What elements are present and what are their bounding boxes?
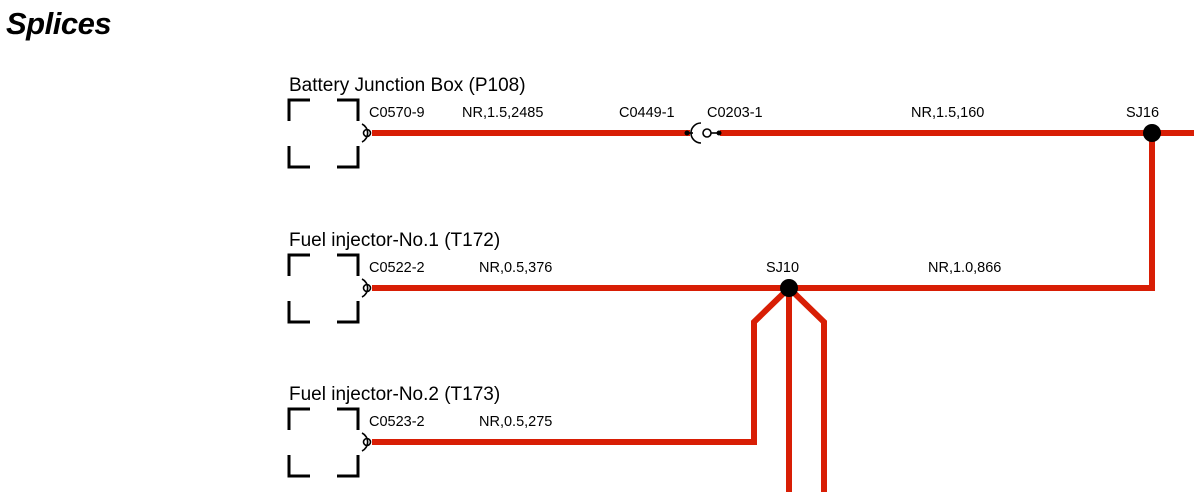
inline-connector-icon (684, 122, 722, 144)
inline-connector-left-label: C0449-1 (619, 105, 675, 121)
splice-sj10-label: SJ10 (766, 260, 799, 276)
connector-box-icon (287, 98, 360, 169)
wire-label: NR,0.5,275 (479, 414, 552, 430)
battery-junction-box: Battery Junction Box (P108) C0570-9 NR,1… (287, 75, 543, 169)
wire-sj16-to-sj10 (789, 133, 1155, 291)
pin-label: C0523-2 (369, 414, 425, 430)
wire-label: NR,1.5,2485 (462, 105, 543, 121)
fuel-injector-2: Fuel injector-No.2 (T173) C0523-2 NR,0.5… (287, 384, 552, 478)
inline-connector-right-label: C0203-1 (707, 105, 763, 121)
splice-sj10: SJ10 NR,1.0,866 (766, 260, 1001, 297)
wire-sj10-down-2 (786, 285, 827, 492)
wire-injector2-to-sj10 (372, 285, 792, 445)
splice-sj16-label: SJ16 (1126, 105, 1159, 121)
wires (372, 130, 1194, 492)
pin-terminal-icon (361, 278, 372, 298)
component-name: Fuel injector-No.1 (T172) (289, 230, 500, 251)
page-title: Splices (6, 6, 111, 41)
inline-connector: C0449-1 C0203-1 (619, 105, 763, 144)
splice-dot-icon (780, 279, 798, 297)
splice-dot-icon (1143, 124, 1161, 142)
component-name: Battery Junction Box (P108) (289, 75, 526, 96)
splice-sj16: SJ16 NR,1.5,160 (911, 105, 1161, 142)
fuel-injector-1: Fuel injector-No.1 (T172) C0522-2 NR,0.5… (287, 230, 552, 324)
wire-label: NR,0.5,376 (479, 260, 552, 276)
connector-box-icon (287, 407, 360, 478)
pin-terminal-icon (361, 432, 372, 452)
pin-label: C0522-2 (369, 260, 425, 276)
pin-label: C0570-9 (369, 105, 425, 121)
wire-label: NR,1.0,866 (928, 260, 1001, 276)
wire-label: NR,1.5,160 (911, 105, 984, 121)
pin-terminal-icon (361, 123, 372, 143)
connector-box-icon (287, 253, 360, 324)
component-name: Fuel injector-No.2 (T173) (289, 384, 500, 405)
